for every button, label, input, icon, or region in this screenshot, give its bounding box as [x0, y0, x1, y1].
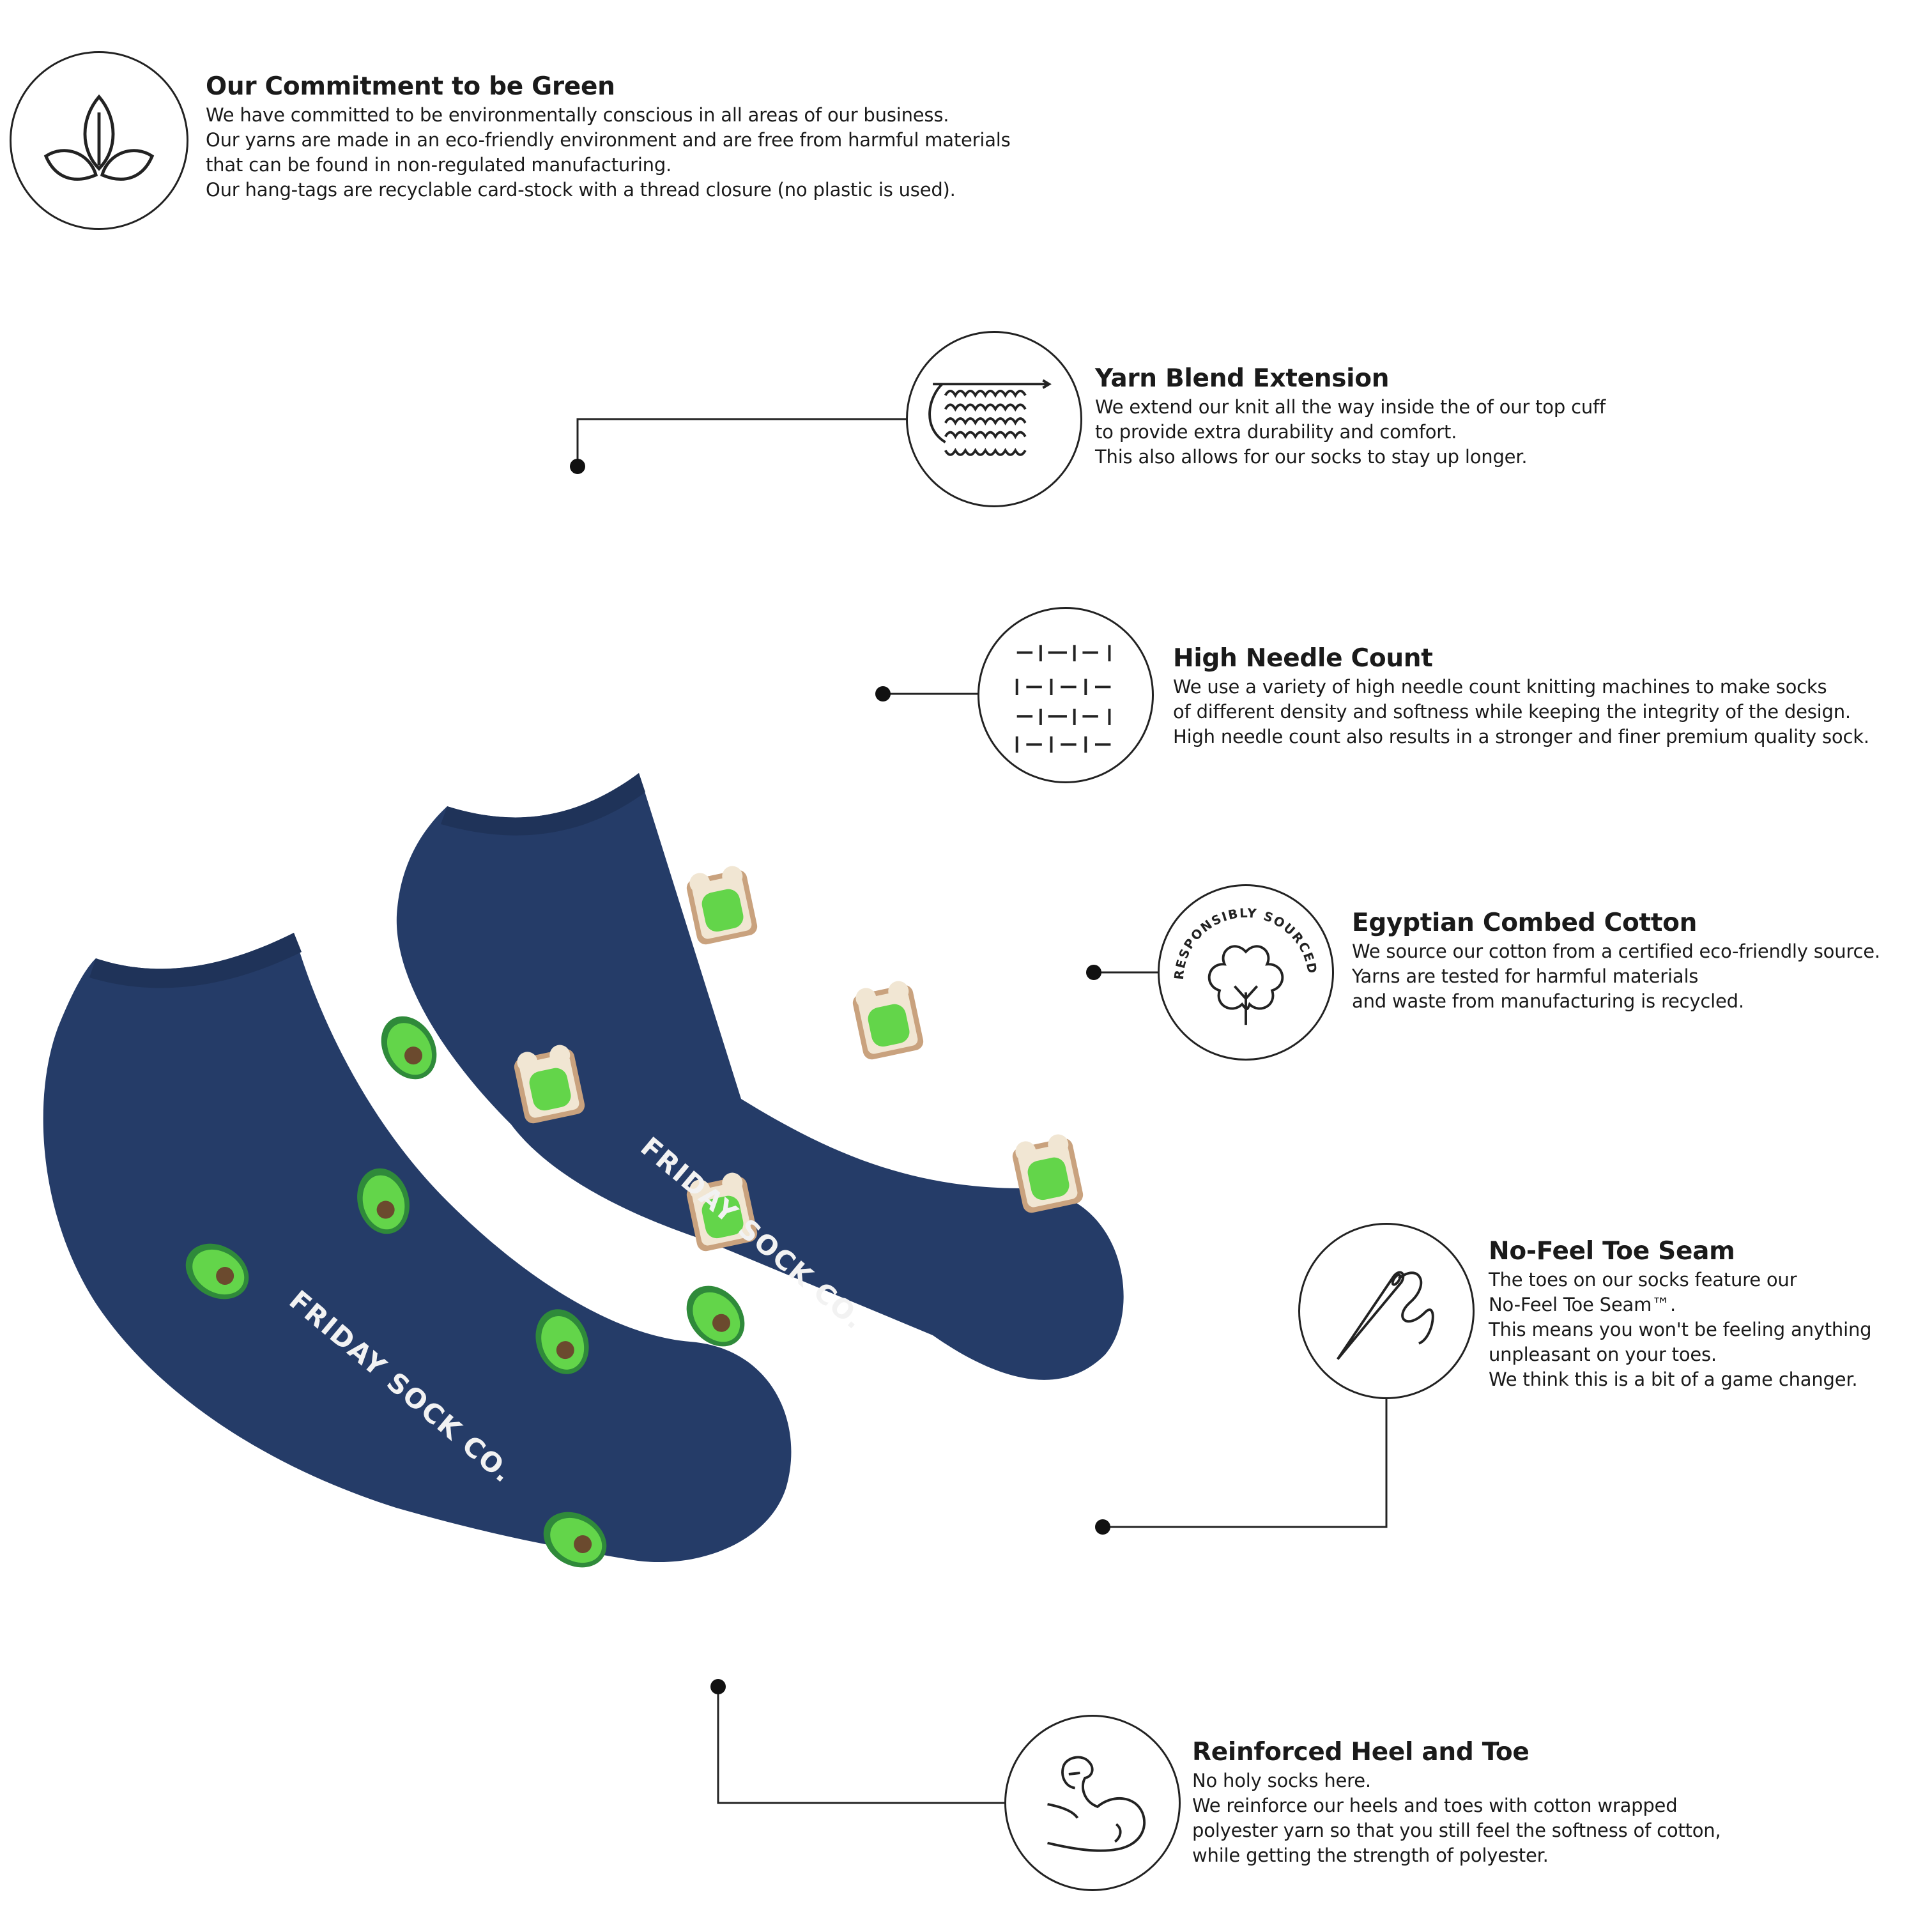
needle-grid-icon: [1015, 645, 1111, 753]
feature-line: We extend our knit all the way inside th…: [1095, 396, 1606, 418]
feature-title: Egyptian Combed Cotton: [1352, 908, 1698, 937]
feature-cotton: Egyptian Combed Cotton We source our cot…: [1352, 908, 1880, 1014]
feature-line: while getting the strength of polyester.: [1192, 1844, 1549, 1866]
feature-line: and waste from manufacturing is recycled…: [1352, 990, 1744, 1012]
feature-line: to provide extra durability and comfort.: [1095, 421, 1457, 443]
badge-green: [10, 51, 188, 230]
feature-line: unpleasant on your toes.: [1489, 1344, 1717, 1365]
flexed-arm-icon: [1047, 1756, 1146, 1852]
feature-line: We use a variety of high needle count kn…: [1173, 676, 1827, 698]
leader-dots: [570, 459, 1110, 1694]
dot-seam: [1095, 1519, 1110, 1535]
feature-needle: High Needle Count We use a variety of hi…: [1173, 644, 1869, 749]
feature-title: Reinforced Heel and Toe: [1192, 1738, 1529, 1767]
feature-line: Our hang-tags are recyclable card-stock …: [206, 179, 956, 201]
feature-title: No-Feel Toe Seam: [1489, 1237, 1735, 1266]
badge-yarn: [906, 331, 1082, 507]
dot-yarn: [570, 459, 585, 474]
badge-seam: [1298, 1223, 1475, 1399]
leader-line-yarn: [576, 418, 914, 466]
feature-line: We source our cotton from a certified ec…: [1352, 940, 1880, 962]
needle-thread-icon: [1337, 1271, 1434, 1360]
dot-cotton: [1086, 965, 1101, 980]
feature-yarn: Yarn Blend Extension We extend our knit …: [1095, 364, 1606, 470]
leader-line-seam: [1103, 1399, 1388, 1528]
feature-line: This also allows for our socks to stay u…: [1095, 446, 1528, 468]
svg-text:RESPONSIBLY SOURCED COTTON: RESPONSIBLY SOURCED COTTON: [1160, 886, 1320, 981]
feature-line: Yarns are tested for harmful materials: [1352, 965, 1699, 987]
leader-lines: [576, 418, 1388, 1804]
dot-heel: [710, 1679, 726, 1694]
feature-line: polyester yarn so that you still feel th…: [1192, 1820, 1721, 1841]
sock-left: FRIDAY SOCK CO.: [43, 933, 792, 1579]
feature-line: We reinforce our heels and toes with cot…: [1192, 1795, 1678, 1816]
feature-line: that can be found in non-regulated manuf…: [206, 154, 672, 176]
feature-title: High Needle Count: [1173, 644, 1433, 673]
feature-seam: No-Feel Toe Seam The toes on our socks f…: [1489, 1237, 1872, 1392]
dot-needle: [875, 686, 891, 702]
badge-heel: [1004, 1715, 1181, 1891]
feature-line: We have committed to be environmentally …: [206, 104, 949, 126]
feature-line: Our yarns are made in an eco-friendly en…: [206, 129, 1011, 151]
leaves-icon: [43, 94, 155, 181]
cotton-flower-icon: RESPONSIBLY SOURCED COTTON: [1160, 886, 1320, 1025]
feature-heel: Reinforced Heel and Toe No holy socks he…: [1192, 1738, 1721, 1868]
leader-line-heel: [717, 1687, 1007, 1804]
feature-line: No holy socks here.: [1192, 1770, 1371, 1791]
knit-stitch-icon: [928, 379, 1052, 456]
feature-line: This means you won't be feeling anything: [1489, 1319, 1872, 1340]
feature-line: The toes on our socks feature our: [1489, 1269, 1797, 1291]
cotton-badge-text: RESPONSIBLY SOURCED COTTON: [1160, 886, 1319, 981]
feature-green: Our Commitment to be Green We have commi…: [206, 72, 1011, 203]
feature-line: High needle count also results in a stro…: [1173, 726, 1869, 747]
badge-cotton: RESPONSIBLY SOURCED COTTON: [1158, 884, 1334, 1061]
feature-line: We think this is a bit of a game changer…: [1489, 1368, 1858, 1390]
badge-needle: [977, 607, 1154, 783]
feature-line: of different density and softness while …: [1173, 701, 1851, 723]
feature-title: Yarn Blend Extension: [1095, 364, 1390, 393]
feature-title: Our Commitment to be Green: [206, 72, 615, 101]
feature-line: No-Feel Toe Seam™.: [1489, 1294, 1676, 1315]
